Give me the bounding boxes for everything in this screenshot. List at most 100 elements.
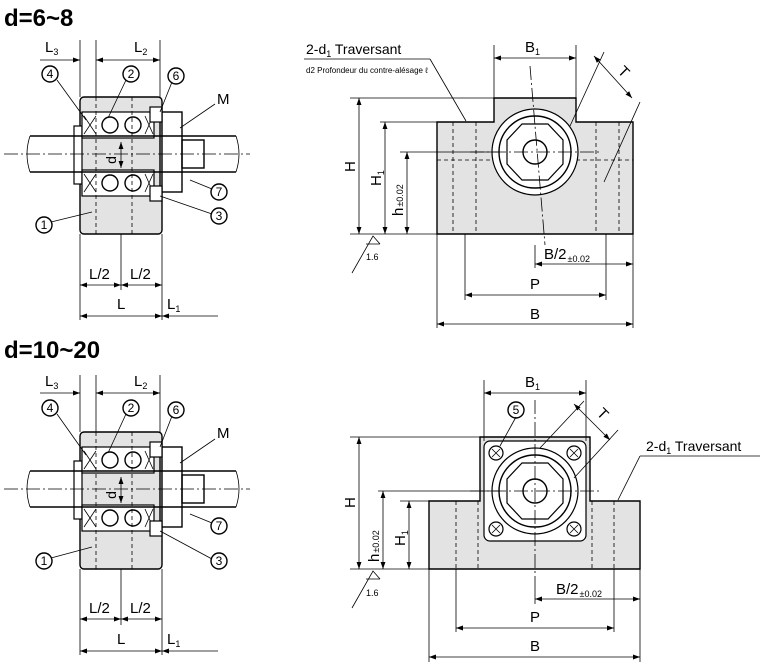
screw-head xyxy=(149,185,163,202)
roughness-symbol xyxy=(351,235,381,274)
svg-text:3: 3 xyxy=(216,554,223,568)
leader-line xyxy=(179,438,216,464)
ball xyxy=(124,116,142,134)
svg-text:4: 4 xyxy=(47,67,54,81)
callout-1: 1 xyxy=(35,546,93,570)
M-label: M xyxy=(217,91,230,108)
L1-label: L1 xyxy=(167,296,180,314)
seal-mark xyxy=(144,115,154,193)
section-title: d=6~8 xyxy=(4,5,73,32)
ball xyxy=(101,174,119,192)
svg-text:1: 1 xyxy=(41,218,48,232)
seal-mark xyxy=(83,450,97,528)
lock-nut xyxy=(73,460,83,520)
B-label: B xyxy=(530,638,540,655)
centerline xyxy=(529,65,546,246)
shaft xyxy=(30,135,236,173)
bolt-head xyxy=(566,521,582,537)
callout-5: 5 xyxy=(499,401,525,447)
side-view: d L3 L2 L/2 L/2 L L1 M 4 2 6 xyxy=(4,39,250,320)
L2-label: L2 xyxy=(134,373,147,391)
extension-line xyxy=(569,51,605,127)
H-label: H xyxy=(342,497,359,508)
svg-text:2: 2 xyxy=(128,67,135,81)
B-half-label: B/2±0.02 xyxy=(544,246,590,264)
seal-mark xyxy=(144,450,154,528)
shaft xyxy=(30,470,236,508)
callout-3: 3 xyxy=(159,195,228,225)
B1-label: B1 xyxy=(525,39,540,57)
extension-line xyxy=(573,429,619,479)
M-label: M xyxy=(217,425,230,442)
svg-text:3: 3 xyxy=(216,209,223,223)
H-label: H xyxy=(342,161,359,172)
bolt-head xyxy=(566,445,582,461)
L-label: L xyxy=(117,296,125,313)
callout-7: 7 xyxy=(189,513,228,535)
H1-label: H1 xyxy=(392,530,410,546)
callout-3: 3 xyxy=(159,530,228,570)
retainer-plate xyxy=(159,111,183,193)
h-label: h±0.02 xyxy=(390,184,407,216)
callout-6: 6 xyxy=(159,67,185,113)
d-label: d xyxy=(103,491,119,499)
svg-text:6: 6 xyxy=(173,69,180,83)
L1-label: L1 xyxy=(167,631,180,649)
seal-mark xyxy=(83,115,97,193)
L-half-label: L/2 xyxy=(89,600,110,617)
svg-text:7: 7 xyxy=(216,185,223,199)
callout-1: 1 xyxy=(35,211,93,234)
svg-text:4: 4 xyxy=(47,401,54,415)
screw-head xyxy=(149,441,163,458)
side-view: d L3 L2 L/2 L/2 L L1 M 4 2 6 7 xyxy=(4,373,250,655)
retainer-plate xyxy=(159,446,183,528)
leader-line xyxy=(617,455,641,501)
L3-label: L3 xyxy=(45,39,58,57)
L3-label: L3 xyxy=(45,373,58,391)
callout-2: 2 xyxy=(107,65,140,119)
callout-6: 6 xyxy=(159,401,185,448)
lock-nut xyxy=(73,125,83,185)
ball xyxy=(101,116,119,134)
svg-text:6: 6 xyxy=(173,403,180,417)
screw-head xyxy=(149,520,163,537)
L-half-label: L/2 xyxy=(130,600,151,617)
L-label: L xyxy=(117,631,125,648)
h-label: h±0.02 xyxy=(366,530,383,562)
ball xyxy=(101,451,119,469)
hidden-line xyxy=(437,122,633,234)
L2-label: L2 xyxy=(134,39,147,57)
leader-line xyxy=(429,58,467,122)
svg-text:2: 2 xyxy=(128,401,135,415)
roughness-symbol xyxy=(351,570,381,609)
roughness-value: 1.6 xyxy=(366,252,379,262)
hole-note: 2-d1 Traversant xyxy=(646,438,741,456)
callout-2: 2 xyxy=(107,399,140,454)
callout-7: 7 xyxy=(189,179,228,201)
B-label: B xyxy=(530,306,540,323)
section-title: d=10~20 xyxy=(4,337,100,364)
H1-label: H1 xyxy=(368,170,386,186)
front-view: 5 2-d1 Traversant B1 T H h±0.02 H1 1.6 xyxy=(342,374,760,662)
leader-line xyxy=(179,103,216,129)
svg-text:7: 7 xyxy=(216,519,223,533)
d-label: d xyxy=(103,156,119,164)
ball xyxy=(124,174,142,192)
counterbore-note: d2 Profondeur du contre-alésage ℓ xyxy=(306,66,428,75)
svg-text:1: 1 xyxy=(41,554,48,568)
B1-label: B1 xyxy=(525,374,540,392)
screw-head xyxy=(149,106,163,123)
extension-line xyxy=(603,101,641,183)
ball xyxy=(101,509,119,527)
P-label: P xyxy=(530,276,540,293)
L-half-label: L/2 xyxy=(130,266,151,283)
lock-nut-hex xyxy=(506,123,564,181)
callout-4: 4 xyxy=(41,399,87,456)
P-label: P xyxy=(530,609,540,626)
B-half-label: B/2±0.02 xyxy=(556,581,602,599)
bolt-head xyxy=(488,521,504,537)
T-dimension xyxy=(573,403,611,441)
svg-text:5: 5 xyxy=(513,403,520,417)
hole-note: 2-d1 Traversant xyxy=(306,41,401,59)
